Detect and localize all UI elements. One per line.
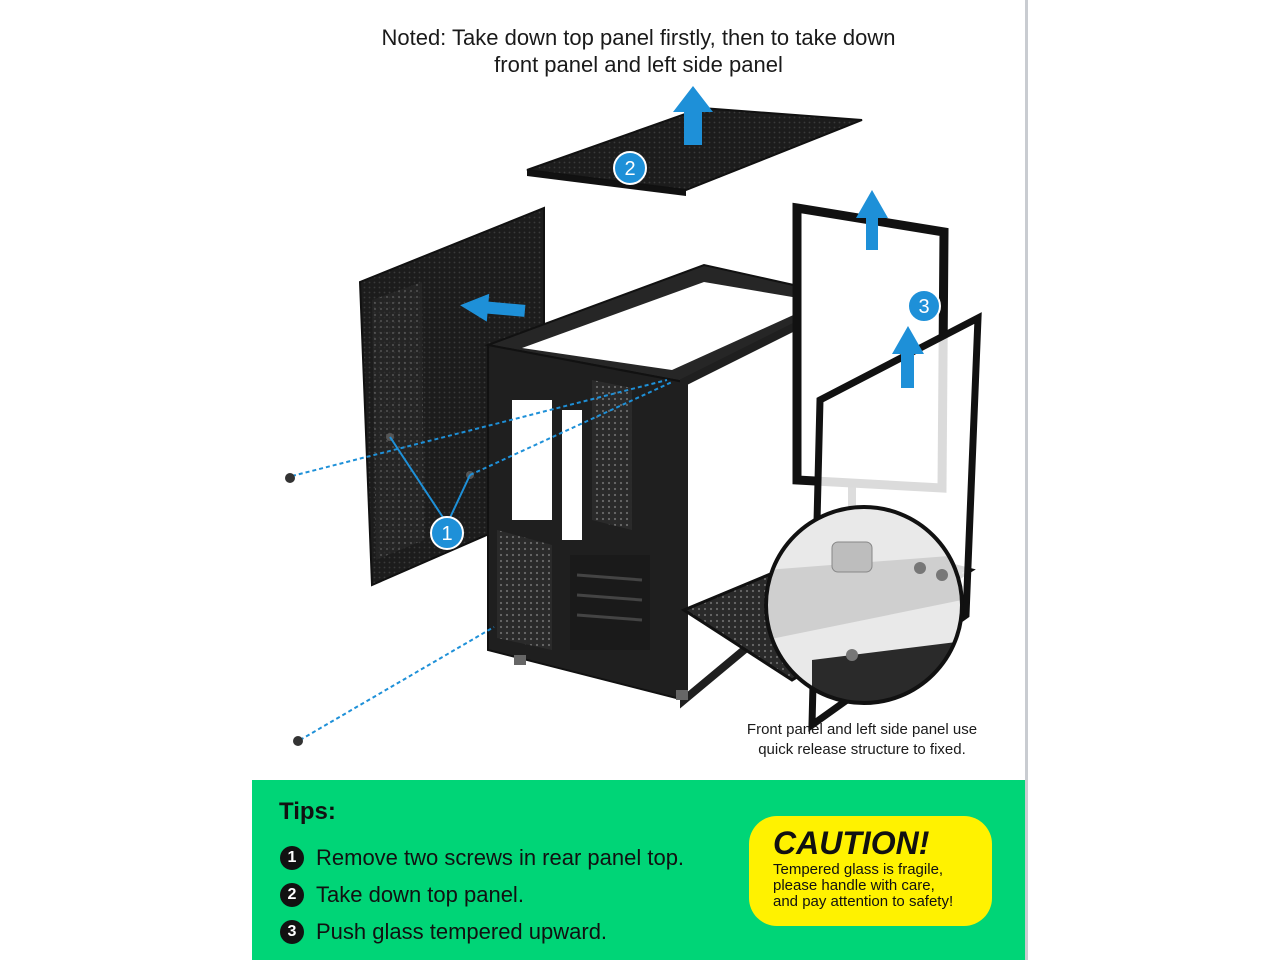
tip-number: 1	[280, 846, 304, 870]
page-border	[1025, 0, 1028, 960]
tip-text: Remove two screws in rear panel top.	[316, 845, 685, 870]
caution-line-3: and pay attention to safety!	[773, 893, 954, 910]
svg-text:3: 3	[918, 296, 929, 318]
arrow-left-icon	[460, 293, 526, 322]
marker-1: 1	[430, 516, 464, 550]
caution-line-2: please handle with care,	[773, 877, 935, 894]
marker-3: 3	[907, 289, 941, 323]
caption-line-1: Front panel and left side panel use	[746, 721, 978, 738]
arrow-up-icon	[673, 86, 713, 145]
screw-icon	[285, 473, 295, 483]
note-line-1: Noted: Take down top panel firstly, then…	[381, 25, 896, 50]
note-heading: Noted: Take down top panel firstly, then…	[252, 24, 1025, 78]
caption-line-2: quick release structure to fixed.	[758, 741, 966, 758]
tip-text: Take down top panel.	[316, 882, 524, 907]
tips-title: Tips:	[279, 798, 336, 825]
quick-release-caption: Front panel and left side panel use quic…	[722, 720, 1002, 760]
note-line-2: front panel and left side panel	[494, 52, 783, 77]
tip-number: 2	[280, 883, 304, 907]
tips-panel: Tips: 1 Remove two screws in rear panel …	[252, 780, 1025, 960]
caution-box: CAUTION! Tempered glass is fragile, plea…	[749, 816, 992, 926]
marker-2: 2	[613, 151, 647, 185]
caution-text: Tempered glass is fragile, please handle…	[773, 862, 976, 910]
tip-item: 1 Remove two screws in rear panel top.	[280, 843, 684, 873]
screw-guides	[285, 379, 673, 746]
svg-text:1: 1	[441, 523, 452, 545]
tip-number: 3	[280, 920, 304, 944]
exploded-case-illustration: 1 2 3	[285, 86, 982, 746]
tip-item: 3 Push glass tempered upward.	[280, 917, 607, 947]
tip-text: Push glass tempered upward.	[316, 919, 608, 944]
svg-text:2: 2	[624, 158, 635, 180]
tip-item: 2 Take down top panel.	[280, 880, 524, 910]
quick-release-detail	[764, 505, 964, 705]
instruction-page: Noted: Take down top panel firstly, then…	[252, 0, 1025, 960]
arrow-up-icon	[856, 190, 888, 250]
caution-line-1: Tempered glass is fragile,	[773, 861, 944, 878]
caution-title: CAUTION!	[773, 825, 930, 861]
screw-icon	[293, 736, 303, 746]
arrow-up-icon	[892, 326, 924, 388]
